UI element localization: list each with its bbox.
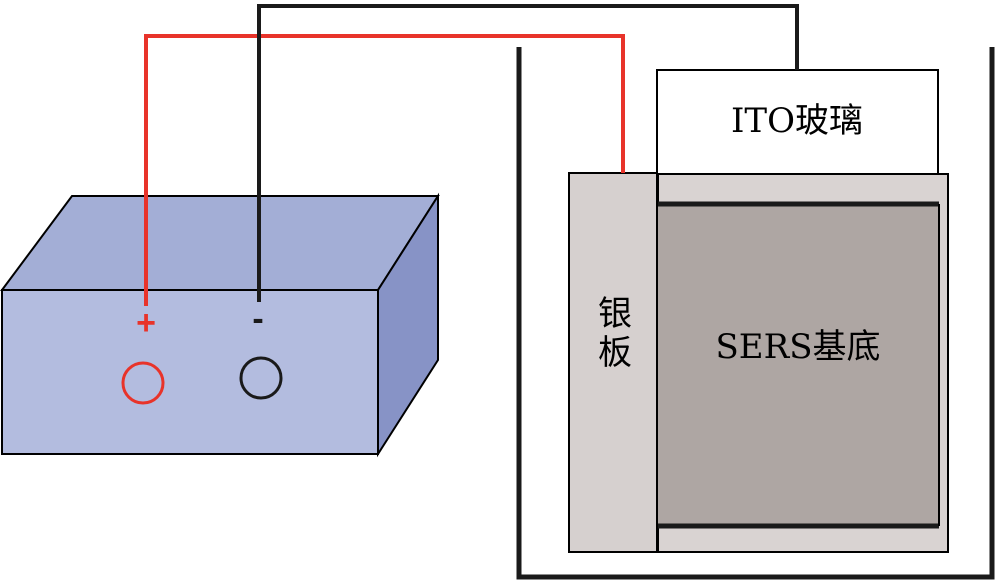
plus-sign: +: [136, 304, 156, 342]
power-supply: + -: [0, 192, 440, 458]
positive-terminal: [121, 361, 165, 405]
power-supply-front-face: [1, 289, 379, 455]
positive-wire: [144, 34, 625, 306]
negative-terminal: [239, 356, 283, 400]
beaker: [516, 47, 995, 580]
silver-plate: [568, 172, 658, 553]
minus-sign: -: [252, 300, 263, 338]
silver-plate-label-char-2: 板: [598, 333, 632, 373]
silver-plate-label-char-1: 银: [598, 294, 632, 334]
sers-substrate: [658, 204, 939, 526]
negative-wire: [257, 4, 799, 302]
power-supply-top-face: [0, 195, 440, 291]
sers-substrate-label: SERS基底: [715, 327, 880, 367]
ito-glass-label: ITO玻璃: [731, 101, 863, 141]
